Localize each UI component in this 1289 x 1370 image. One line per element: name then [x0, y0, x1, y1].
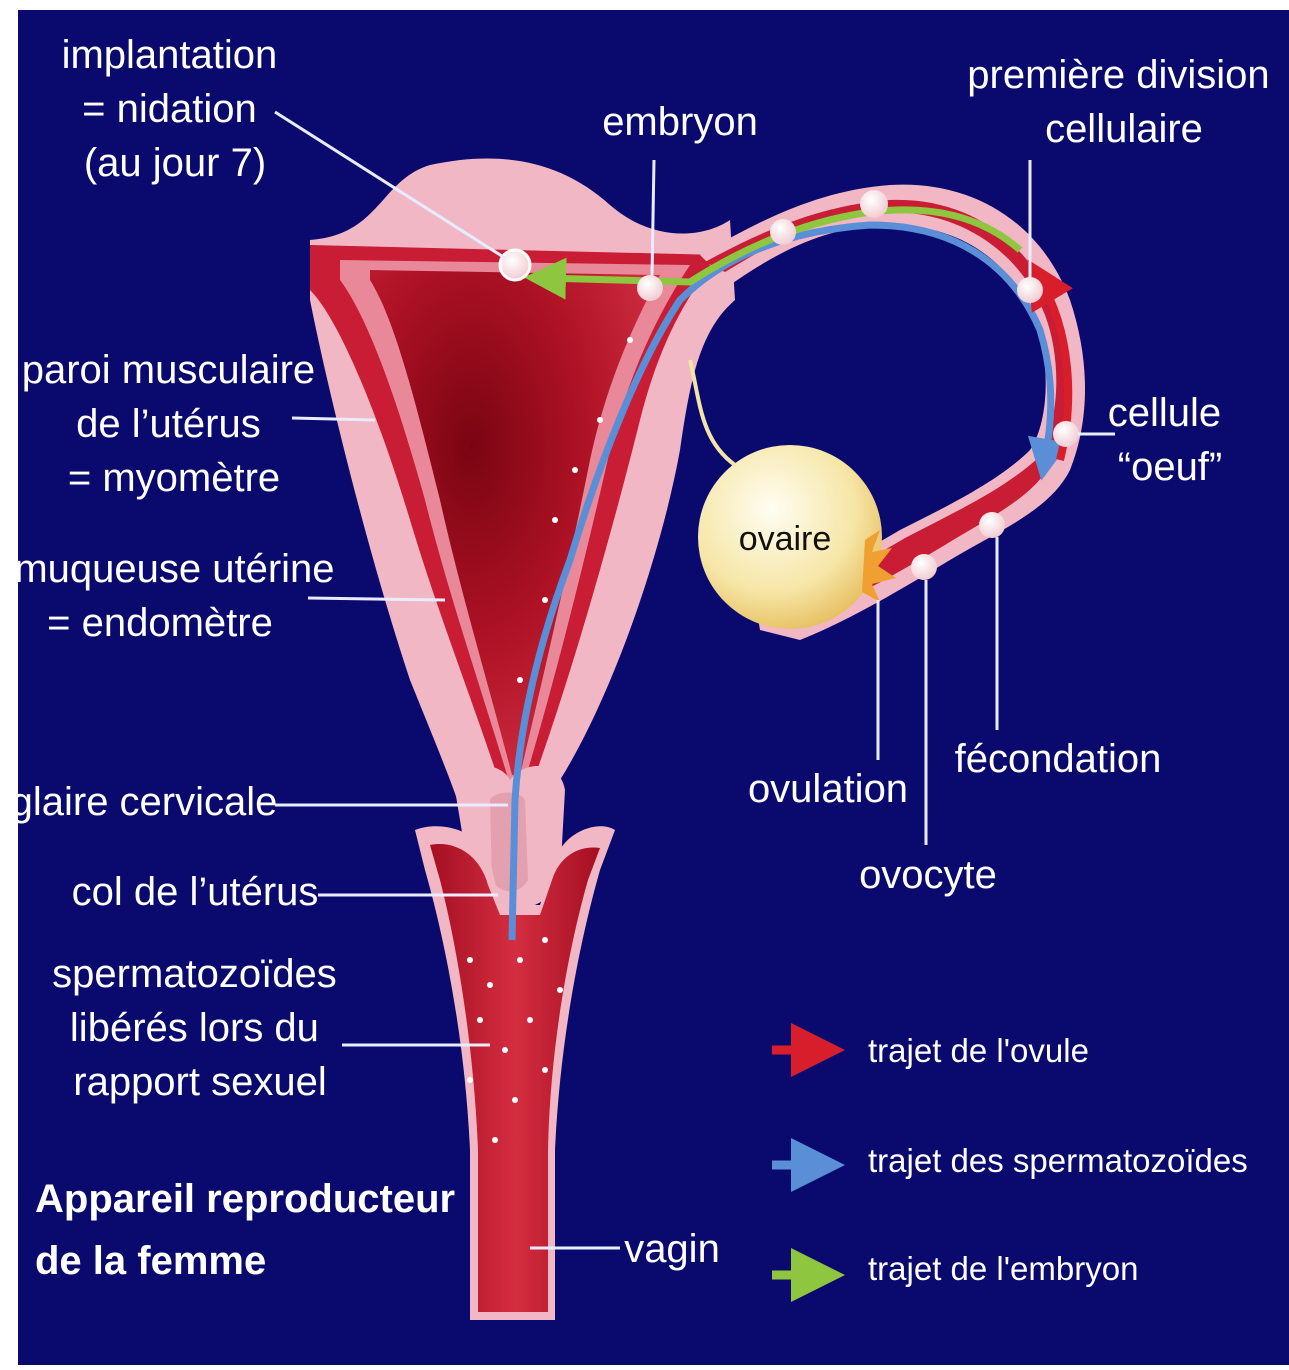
- implanted-embryo: [500, 250, 530, 280]
- label-spermatozoides: spermatozoïdes libérés lors du rapport s…: [52, 952, 348, 1104]
- label-fecondation: fécondation: [955, 737, 1162, 781]
- tube-cell-2: [860, 190, 888, 218]
- legend-label-sperm: trajet des spermatozoïdes: [868, 1142, 1248, 1179]
- label-embryon: embryon: [602, 100, 758, 144]
- cervical-canal: [490, 793, 528, 892]
- label-glaire: glaire cervicale: [11, 780, 278, 824]
- tube-cell-1: [770, 219, 796, 245]
- label-ovulation: ovulation: [748, 767, 908, 811]
- fertilization-cell: [979, 512, 1005, 538]
- leader-embryon: [652, 160, 654, 276]
- leader-paroi: [292, 418, 375, 420]
- label-ovocyte: ovocyte: [859, 853, 997, 897]
- legend-label-ovule: trajet de l'ovule: [868, 1032, 1089, 1069]
- label-vagin: vagin: [624, 1227, 720, 1271]
- label-col: col de l’utérus: [72, 870, 319, 914]
- embryo-cell: [637, 275, 663, 301]
- egg-cell: [1053, 421, 1079, 447]
- leader-muqueuse: [308, 598, 445, 600]
- label-implantation: implantation = nidation (au jour 7): [62, 33, 289, 185]
- oocyte-cell: [911, 554, 937, 580]
- label-ovaire: ovaire: [739, 520, 832, 558]
- first-division-cell: [1017, 277, 1043, 303]
- legend-label-embryo: trajet de l'embryon: [868, 1250, 1138, 1287]
